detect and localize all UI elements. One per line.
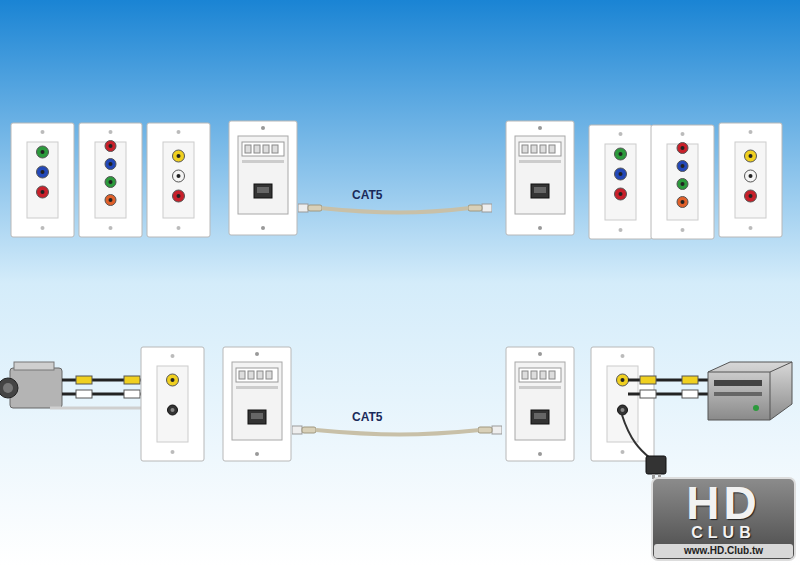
dvr-unit (708, 362, 792, 420)
composite-plate (719, 123, 782, 237)
power-adapter (646, 456, 666, 479)
watermark-logo-text: CLUB (691, 524, 755, 542)
component-audio-plate (651, 125, 714, 239)
watermark-url: www.HD.Club.tw (684, 545, 763, 556)
balun-plate (506, 347, 574, 461)
balun-plate (506, 121, 574, 235)
component-plate (589, 125, 652, 239)
cat5-cable (292, 426, 502, 435)
component-plate (11, 123, 74, 237)
watermark-logo-text: HD (686, 478, 760, 529)
cat5-cable (298, 204, 492, 213)
camera (0, 362, 62, 408)
composite-plate (147, 123, 210, 237)
balun-plate (223, 347, 291, 461)
cable-label: CAT5 (352, 189, 382, 202)
watermark-logo (652, 478, 795, 560)
av-cables (622, 376, 708, 458)
video-plate (141, 347, 204, 461)
cable-label: CAT5 (352, 411, 382, 424)
video-plate (591, 347, 654, 461)
balun-plate (229, 121, 297, 235)
component-audio-plate (79, 123, 142, 237)
